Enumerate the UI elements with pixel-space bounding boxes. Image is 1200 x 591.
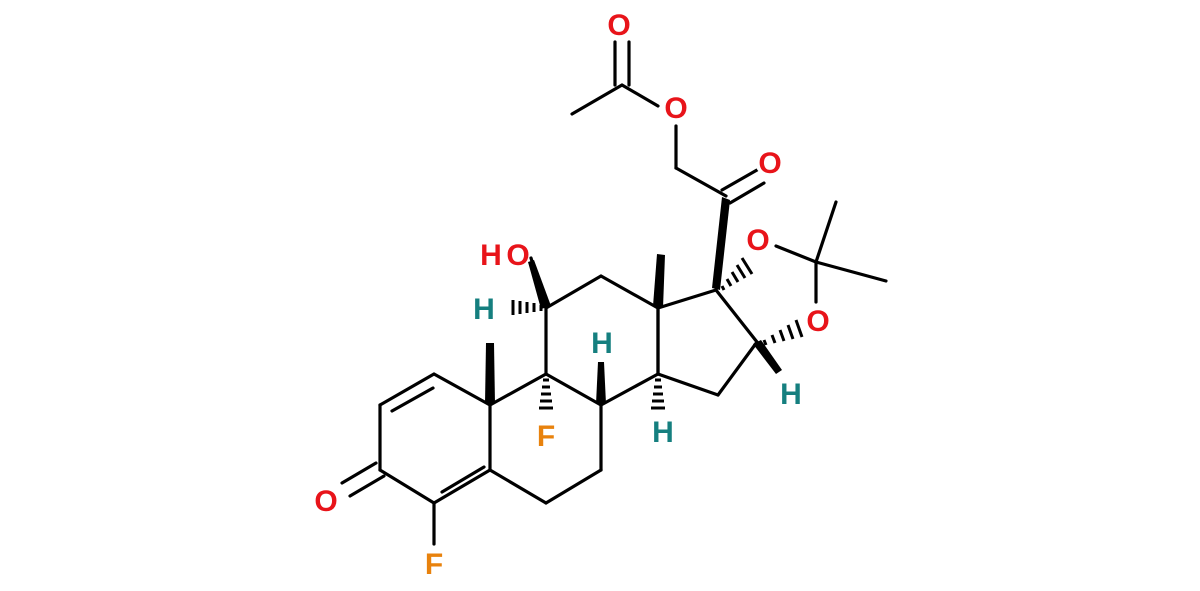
bond-c6-c7 [544, 468, 603, 505]
bond-ch2-c20 [674, 166, 728, 198]
bond-c14-c8 [599, 372, 660, 407]
bond-c16-c15 [716, 340, 759, 397]
bond-c1-c2-a [378, 372, 436, 407]
bond-c12-c13 [599, 274, 660, 310]
bond-c4-c5-b [440, 465, 486, 494]
bond-c17-c16 [714, 288, 759, 344]
bond-skeleton [340, 40, 888, 546]
bond-cacetal-me1 [814, 200, 838, 264]
bond-c9-c10 [488, 372, 548, 407]
bond-c10-c1 [432, 372, 492, 407]
bond-c3-ketone-b [348, 474, 386, 498]
atom-h-c16: H [780, 378, 802, 411]
wedge-c8-h [596, 362, 606, 404]
hash-c17-otop [720, 257, 754, 291]
atom-f-c9: F [537, 420, 555, 453]
atom-o-ester: O [664, 92, 687, 125]
bond-otop-cacetal [774, 244, 818, 264]
bond-c20-ketone-a [720, 168, 759, 192]
atom-h-c14: H [652, 416, 674, 449]
bond-c20-ketone-b [728, 181, 766, 205]
atom-o-acetyl-carbonyl: O [607, 9, 630, 42]
bond-c3-ketone-a [340, 461, 378, 485]
stereo-wedges [485, 197, 804, 410]
hash-c9-f [539, 378, 553, 410]
wedge-c10-methyl [485, 343, 495, 404]
atom-o-acetal-top: O [746, 224, 769, 257]
hash-c14-h [651, 378, 665, 410]
bond-c11-c12 [544, 274, 603, 310]
atom-o-ketone-c3: O [314, 485, 337, 518]
bond-c13-c17 [656, 288, 718, 310]
atom-o-acetal-bottom: O [806, 305, 829, 338]
wedge-c16-h [753, 340, 782, 374]
atom-hydroxyl-h: H [480, 239, 502, 272]
wedge-c17-c20 [712, 197, 730, 290]
atom-labels: O O O O O O H O H H H H F F [312, 9, 833, 581]
bond-c3-c4 [378, 468, 436, 505]
wedge-c11-oh [528, 260, 551, 309]
hash-c11-h [511, 300, 543, 315]
atom-h-c11: H [473, 293, 495, 326]
bond-c4-c5-a [432, 468, 492, 505]
atom-f-c4: F [425, 548, 443, 581]
bond-c8-c9 [544, 372, 603, 407]
bond-c5-c6 [488, 468, 548, 505]
hash-c16-obottom [762, 319, 804, 346]
wedge-c13-methyl [653, 254, 665, 308]
atom-hydroxyl-o: O [506, 239, 529, 272]
bond-c1-c2-b [390, 386, 435, 413]
atom-h-c8: H [591, 327, 613, 360]
atom-o-ketone-c20: O [758, 147, 781, 180]
bond-c15-c14 [656, 372, 720, 397]
bond-methyl-acetyl [570, 83, 624, 116]
bond-cacetal-me2 [814, 260, 888, 283]
bond-acetyl-ester [620, 83, 660, 108]
